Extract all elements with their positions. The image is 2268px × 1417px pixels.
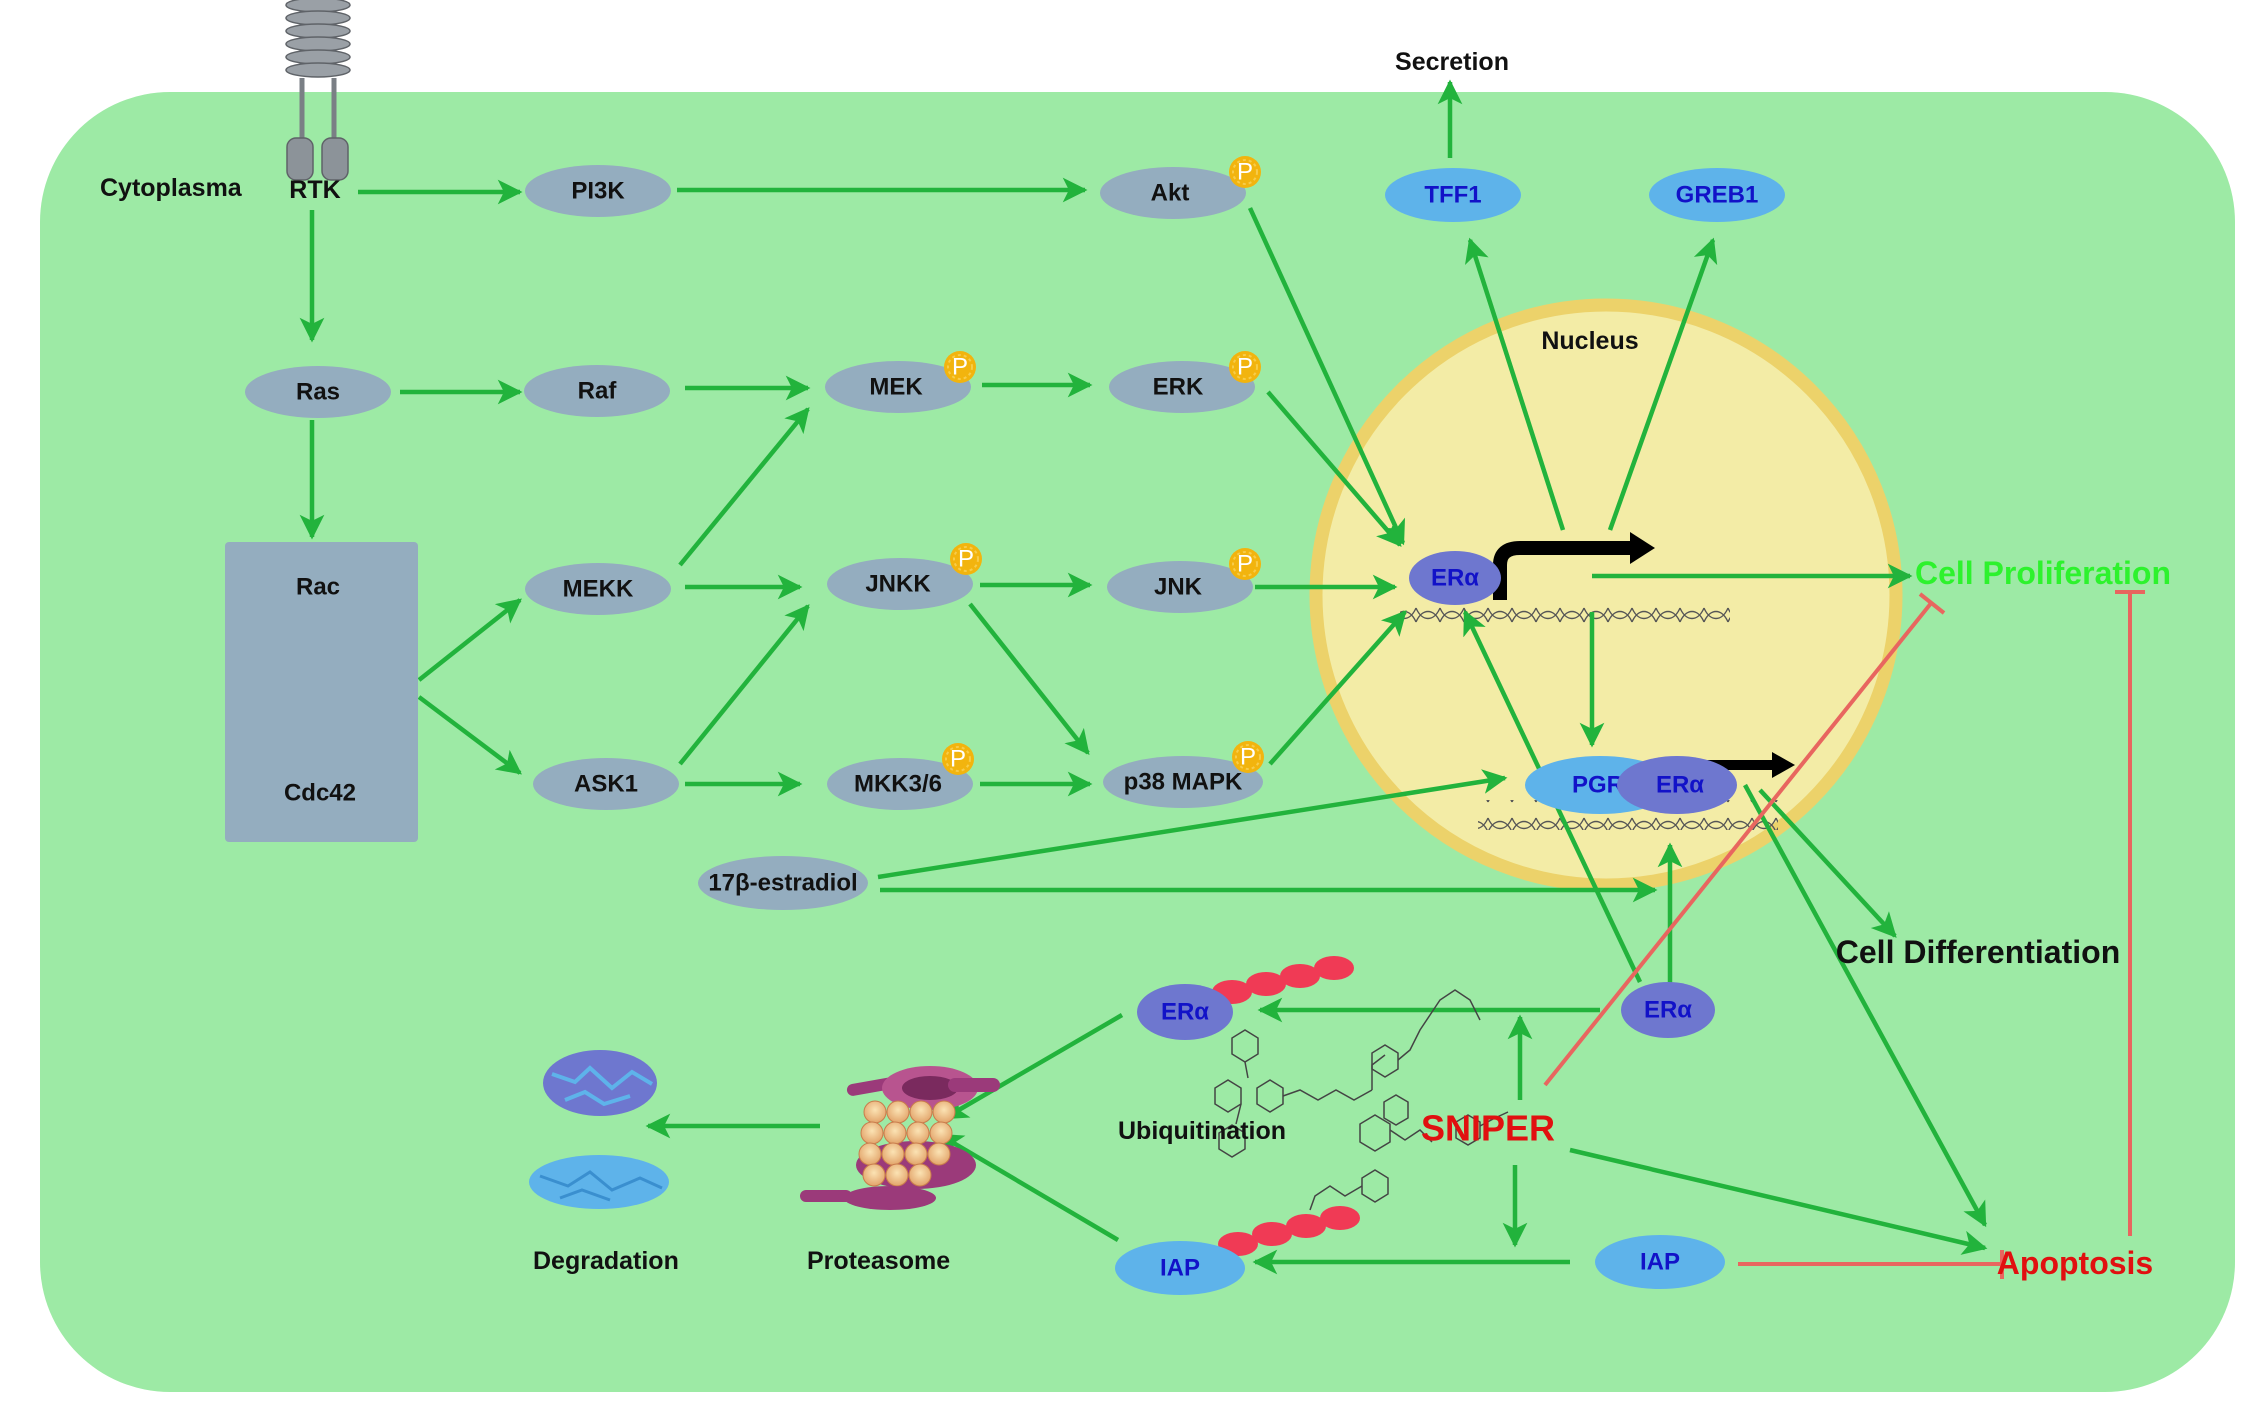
edge-p38-era [1268,610,1407,766]
node-iap: IAP [1595,1235,1725,1289]
secretion-label: Secretion [1395,48,1509,76]
phospho-akt: P [1229,156,1261,188]
node-tff1: TFF1 [1385,168,1521,222]
phospho-p38: P [1232,741,1264,773]
proteasome-illustration [800,1066,1000,1210]
ubiquitination-label: Ubiquitination [1118,1117,1286,1145]
edge-rac-mekk [417,598,522,682]
node-ask1: ASK1 [533,758,679,810]
svg-text:IAP: IAP [1640,1249,1680,1276]
svg-text:ASK1: ASK1 [574,771,638,798]
svg-text:Ras: Ras [296,379,340,406]
phospho-mkk36: P [942,743,974,775]
node-jnkk: JNKK [827,558,973,610]
proteasome-label: Proteasome [807,1247,950,1275]
transcription-arrow-upper [1493,532,1655,600]
node-iap-ubiquitinated: IAP [1115,1206,1360,1295]
svg-text:ERα: ERα [1431,565,1479,592]
cdc42-label: Cdc42 [284,780,356,807]
svg-text:Akt: Akt [1151,180,1190,207]
activation-edges [299,79,1988,1275]
node-p38mapk: p38 MAPK [1103,756,1263,808]
edge-sniper-apoptosis [1569,1147,1988,1255]
svg-text:P: P [1237,551,1253,578]
node-mkk36: MKK3/6 [827,758,973,810]
phospho-badges: P P P P P P P [942,156,1264,775]
svg-text:GREB1: GREB1 [1676,182,1759,209]
node-erk: ERK [1109,361,1255,413]
edge-estradiol-pgr [877,769,1508,880]
svg-text:JNKK: JNKK [865,571,931,598]
nucleus-label: Nucleus [1541,327,1638,355]
cell-proliferation-label: Cell Proliferation [1915,555,2171,591]
ubiquitin-chain-iap [1218,1206,1360,1256]
edge-nucleus-greb1 [1607,237,1718,531]
edge-pgr-differentiation [1758,788,1897,938]
node-era-nucleus: ERα [1409,551,1501,605]
svg-text:ERα: ERα [1161,999,1209,1026]
edge-ask1-jnkk [678,604,810,766]
cytoplasma-label: Cytoplasma [100,174,243,202]
svg-text:ERα: ERα [1656,772,1704,799]
degraded-protein-fragment-2 [529,1155,669,1209]
svg-text:p38 MAPK: p38 MAPK [1124,769,1243,796]
edge-rac-ask1 [417,695,522,775]
svg-text:17β-estradiol: 17β-estradiol [708,870,857,897]
node-ras: Ras [245,366,391,418]
rac-label: Rac [296,574,340,601]
node-era-ubiquitinated: ERα [1137,956,1354,1040]
node-era-pgr-complex: ERα [1617,756,1737,814]
edge-era-proteasome [942,1013,1124,1120]
svg-text:ERα: ERα [1644,997,1692,1024]
edge-nucleus-tff1 [1465,237,1566,531]
phospho-erk: P [1229,351,1261,383]
node-mek: MEK [825,361,971,413]
svg-text:P: P [1237,354,1253,381]
rtk-label: RTK [289,176,340,204]
svg-text:P: P [1240,744,1256,771]
svg-text:TFF1: TFF1 [1424,182,1481,209]
edge-mekk-mek [678,407,810,567]
svg-text:P: P [1237,159,1253,186]
svg-text:P: P [950,746,966,773]
inhibition-edges [1543,590,2145,1279]
svg-text:MEKK: MEKK [563,576,634,603]
node-greb1: GREB1 [1649,168,1785,222]
cell-differentiation-label: Cell Differentiation [1836,934,2120,970]
node-era-cytoplasm: ERα [1621,982,1715,1038]
edge-pgr-apoptosis [1743,783,1987,1228]
svg-text:P: P [958,546,974,573]
svg-text:Raf: Raf [578,378,618,405]
svg-text:MKK3/6: MKK3/6 [854,771,942,798]
degraded-protein-fragment-1 [543,1050,657,1116]
svg-text:MEK: MEK [869,374,923,401]
node-akt: Akt [1100,167,1246,219]
svg-text:PGR: PGR [1572,772,1624,799]
sniper-label: SNIPER [1421,1108,1555,1149]
svg-text:IAP: IAP [1160,1255,1200,1282]
edge-erk-era [1266,390,1402,547]
node-raf: Raf [524,365,670,417]
node-jnk: JNK [1107,561,1253,613]
sniper-structure-illustration [1214,989,1509,1211]
inhibit-sniper-proliferation [1543,600,1934,1087]
svg-text:P: P [952,354,968,381]
apoptosis-label: Apoptosis [1997,1245,2153,1281]
svg-text:PI3K: PI3K [571,178,625,205]
svg-text:ERK: ERK [1153,374,1204,401]
node-pi3k: PI3K [525,165,671,217]
edge-jnkk-p38 [968,602,1090,755]
phospho-jnkk: P [950,543,982,575]
degradation-label: Degradation [533,1247,679,1275]
edge-iap-proteasome [937,1133,1120,1242]
rtk-receptor [285,0,351,181]
phospho-jnk: P [1229,548,1261,580]
node-estradiol: 17β-estradiol [698,856,868,910]
rac-cdc42-box [225,542,418,842]
node-mekk: MEKK [525,563,671,615]
phospho-mek: P [944,351,976,383]
edge-akt-era [1247,207,1406,546]
svg-text:JNK: JNK [1154,574,1203,601]
